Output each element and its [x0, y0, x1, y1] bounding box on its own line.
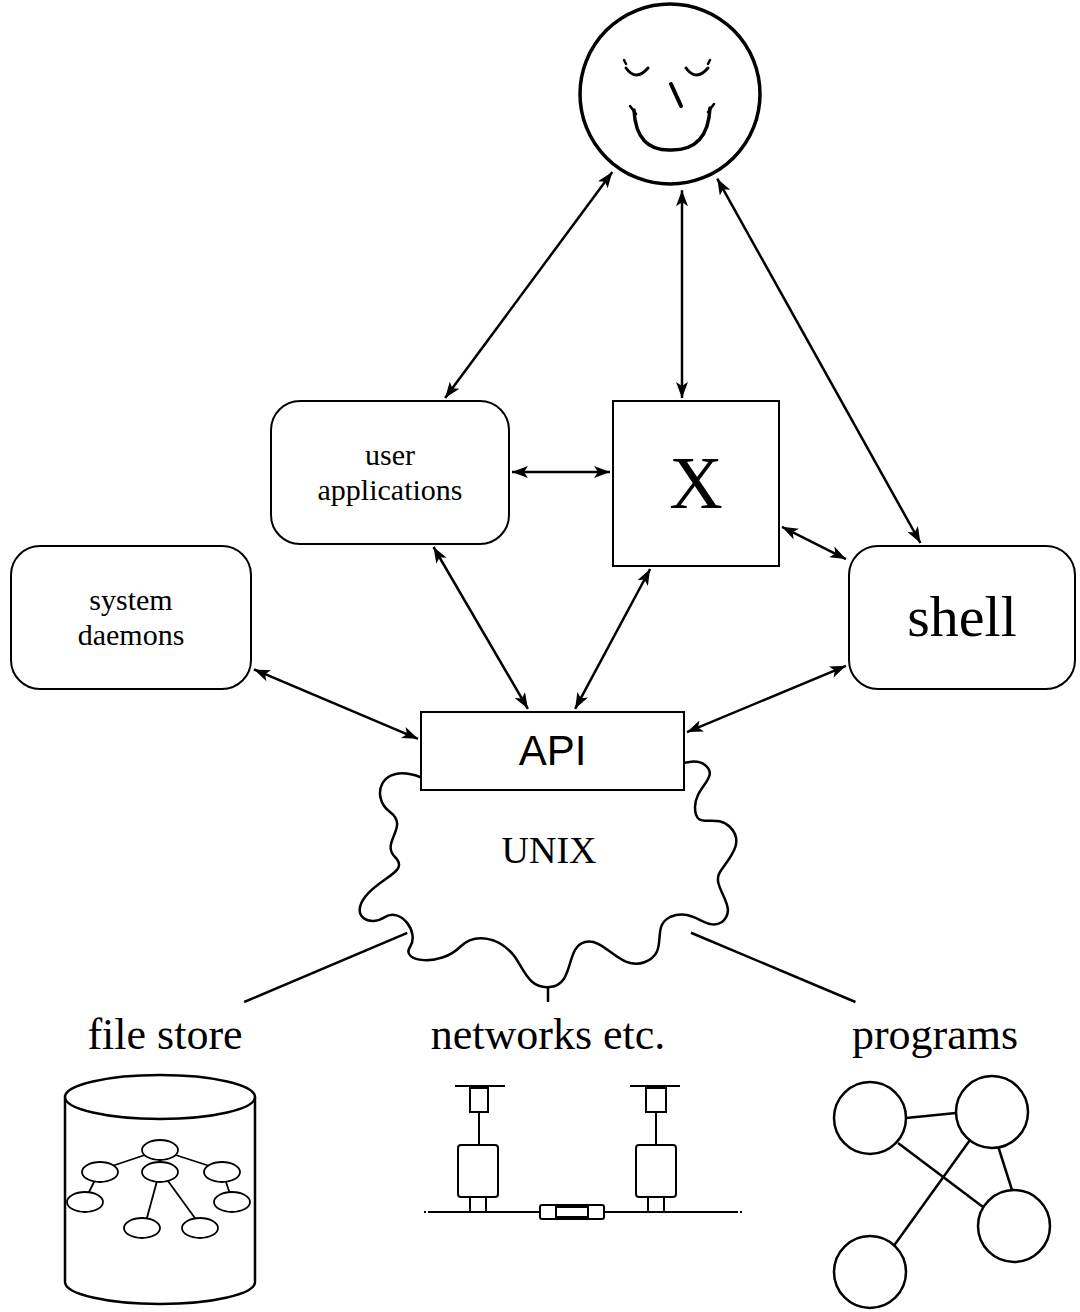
connector-arrow: [681, 190, 684, 398]
node-text: user applications: [295, 438, 485, 507]
node-text: UNIX: [502, 829, 597, 873]
node-text: API: [519, 727, 587, 775]
connector-arrow: [782, 527, 846, 559]
api-box: API: [420, 711, 685, 791]
cloud-outline: [350, 757, 748, 989]
node-text: file store: [87, 1010, 242, 1061]
connector-arrow: [254, 669, 418, 738]
x-server-box: X: [612, 400, 780, 567]
connector-arrow: [244, 933, 407, 1002]
shell-box: shell: [848, 545, 1076, 690]
program-heading: programs: [848, 1008, 1023, 1063]
daemon-box: system daemons: [10, 545, 252, 690]
face-circle: [578, 2, 762, 186]
app-box: user applications: [270, 400, 510, 545]
node-text: system daemons: [46, 583, 216, 652]
directory-tree: [67, 1140, 250, 1238]
user-face: [578, 2, 762, 186]
unix-cloud: UNIX: [350, 757, 748, 989]
connector-arrow: [691, 933, 855, 1002]
connector-arrow: [687, 666, 846, 732]
connector-arrow: [433, 547, 527, 709]
disk-cylinder: [65, 1075, 255, 1304]
network-sketch: [424, 1086, 744, 1219]
node-text: shell: [907, 584, 1017, 651]
node-text: networks etc.: [431, 1010, 666, 1061]
connector-arrow: [512, 471, 610, 474]
connector-arrow: [445, 172, 612, 398]
node-text: programs: [852, 1010, 1018, 1061]
store-heading: file store: [83, 1008, 247, 1063]
program-graph: [834, 1076, 1050, 1308]
node-text: X: [669, 441, 722, 526]
network-heading: networks etc.: [427, 1008, 670, 1063]
connector-arrow: [575, 569, 650, 709]
